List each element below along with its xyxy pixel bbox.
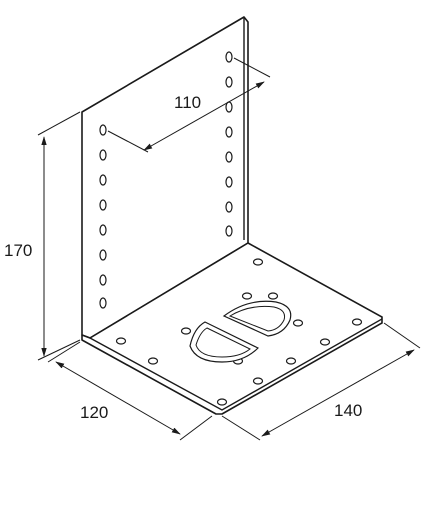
height-dimension: 170 <box>4 111 81 361</box>
height-label: 170 <box>4 241 32 260</box>
width-label: 140 <box>334 401 362 420</box>
hole-spacing-label: 110 <box>174 93 201 112</box>
depth-dimension: 120 <box>47 341 213 441</box>
depth-label: 120 <box>80 403 108 422</box>
hole-spacing-dimension: 110 <box>107 57 271 153</box>
width-dimension: 140 <box>221 322 421 441</box>
triangular-cutouts <box>189 300 292 363</box>
